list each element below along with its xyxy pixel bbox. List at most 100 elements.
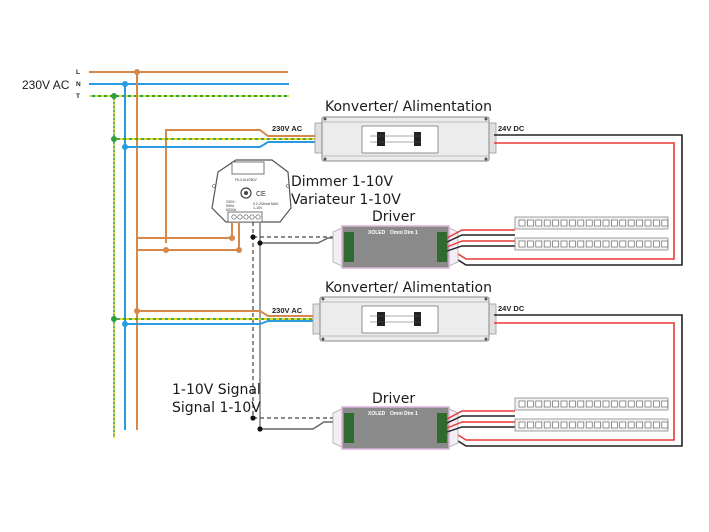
dimmer-junction-2 xyxy=(236,247,242,253)
led-chip xyxy=(560,219,568,227)
led-chip xyxy=(627,240,635,248)
led-chip xyxy=(560,240,568,248)
led-chip xyxy=(527,400,534,408)
line-label-t: T xyxy=(76,93,80,100)
led-strip-2-1 xyxy=(514,397,669,411)
led-chip xyxy=(535,219,543,227)
conv2-n-wire xyxy=(125,320,318,325)
junction-t xyxy=(111,93,117,99)
led-chip xyxy=(543,240,551,248)
driver-end-left xyxy=(332,408,343,448)
led-chip xyxy=(518,400,526,408)
dimmer-l-in xyxy=(137,222,233,239)
junction-conv2-t xyxy=(111,316,117,322)
driver-2 xyxy=(332,406,515,450)
led-chip xyxy=(619,219,627,227)
led-chip xyxy=(636,400,643,408)
dimmer-spec-right-2: 1-10V xyxy=(253,206,263,210)
led-chip xyxy=(585,240,593,248)
led-chip xyxy=(661,240,669,248)
driver-body xyxy=(341,225,450,269)
led-chip xyxy=(577,219,585,227)
driver-1-model: Omni Dim 1 xyxy=(390,230,418,236)
driver-end-right xyxy=(448,408,459,448)
led-chip xyxy=(611,400,618,408)
led-chip xyxy=(569,400,576,408)
driver-end-left xyxy=(332,227,343,267)
led-chip xyxy=(661,219,669,227)
driver-out-neg-1 xyxy=(446,415,515,424)
driver-out-pos-2 xyxy=(446,240,515,248)
converter-2-title: Konverter/ Alimentation xyxy=(325,280,492,296)
driver-out-pos-1 xyxy=(446,410,515,420)
led-chip xyxy=(653,219,660,227)
dimmer-l-out xyxy=(137,222,240,251)
led-chip xyxy=(569,421,576,429)
converter-1 xyxy=(314,116,497,162)
junction-n xyxy=(122,81,128,87)
conv2-input-label: 230V AC xyxy=(272,306,303,315)
led-chip xyxy=(619,240,627,248)
led-chip xyxy=(535,400,543,408)
led-chip xyxy=(661,421,669,429)
led-chip xyxy=(602,400,610,408)
led-chip xyxy=(527,219,534,227)
signal-solid-2 xyxy=(260,421,342,430)
dimmer-fuse-label: F6.3 AH/250V xyxy=(235,178,257,182)
signal-label-2: Signal 1-10V xyxy=(172,400,261,416)
driver-input-terminal xyxy=(344,232,354,262)
dimmer-ce-mark: CE xyxy=(256,191,266,198)
led-chip xyxy=(644,400,652,408)
junction-conv1-n xyxy=(122,144,128,150)
led-chip xyxy=(602,240,610,248)
driver-2-title: Driver xyxy=(372,391,415,407)
dimmer-title-fr: Variateur 1-10V xyxy=(291,192,401,208)
dimmer-title-de: Dimmer 1-10V xyxy=(291,174,394,190)
conv1-dc-pos xyxy=(454,142,675,260)
led-chip xyxy=(560,421,568,429)
led-chip xyxy=(569,240,576,248)
led-chip xyxy=(661,400,669,408)
led-chip xyxy=(611,240,618,248)
junction-conv2-l xyxy=(134,308,140,314)
conv1-input-label: 230V AC xyxy=(272,124,303,133)
driver-2-model: Omni Dim 1 xyxy=(390,411,418,417)
led-strip-2-2 xyxy=(514,418,669,432)
led-chip xyxy=(644,219,652,227)
signal-node-1a xyxy=(250,234,256,240)
conv2-dc-neg xyxy=(454,314,683,447)
led-chip xyxy=(619,400,627,408)
led-chip xyxy=(535,421,543,429)
conv1-dc-neg xyxy=(454,134,683,266)
driver-output-terminal xyxy=(437,232,447,262)
conv2-l-wire xyxy=(137,310,318,317)
led-chip xyxy=(594,400,601,408)
line-label-l: L xyxy=(76,69,80,76)
led-strip-1-1 xyxy=(514,216,669,230)
signal-label-1: 1-10V Signal xyxy=(172,382,261,398)
conv1-l-wire xyxy=(165,129,318,243)
led-chip xyxy=(636,240,643,248)
driver-out-pos-2 xyxy=(446,421,515,429)
led-chip xyxy=(527,240,534,248)
driver-output-terminal xyxy=(437,413,447,443)
signal-solid-1 xyxy=(260,237,342,244)
dimmer-spec-right-1: 0.2-200mA MAX xyxy=(253,202,279,206)
led-chip xyxy=(552,219,559,227)
led-chip xyxy=(611,421,618,429)
led-chip xyxy=(585,400,593,408)
led-chip xyxy=(552,421,559,429)
led-strip-1-2 xyxy=(514,237,669,251)
junction-conv1-t xyxy=(111,136,117,142)
led-chip xyxy=(585,219,593,227)
driver-out-neg-1 xyxy=(446,234,515,243)
led-chip xyxy=(594,219,601,227)
driver-2-brand: XOLED xyxy=(368,411,386,417)
led-chip xyxy=(543,421,551,429)
driver-1 xyxy=(332,225,515,269)
led-chip xyxy=(560,400,568,408)
led-chip xyxy=(611,219,618,227)
dimmer-spec-left-2: 50Hz xyxy=(226,204,234,208)
converter-1-title: Konverter/ Alimentation xyxy=(325,99,492,115)
